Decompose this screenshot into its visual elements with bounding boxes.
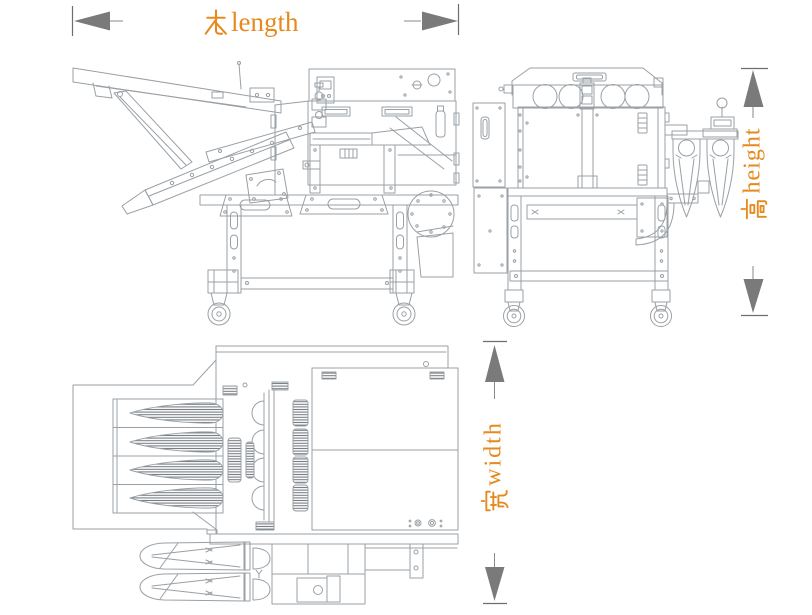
hopper xyxy=(498,67,664,96)
front-doors xyxy=(517,106,666,189)
deck-and-body xyxy=(206,345,459,545)
main-body xyxy=(302,82,460,194)
arrow-right-icon xyxy=(422,11,458,31)
height-dimension-label: height xyxy=(739,120,768,230)
feed-tray xyxy=(72,61,335,114)
height-label-text: height xyxy=(739,127,766,194)
width-label-text: width xyxy=(480,421,507,486)
base-frame xyxy=(199,194,459,294)
fan-housing xyxy=(407,190,455,278)
arrow-up-icon xyxy=(485,345,505,382)
width-dimension-label: width xyxy=(480,418,509,518)
funnel-mount-blocks xyxy=(271,543,458,605)
hanzi-gao-icon xyxy=(740,198,767,220)
hanzi-chang-icon xyxy=(204,8,227,35)
left-side-panels xyxy=(472,102,508,274)
hanzi-kuan-icon xyxy=(480,490,508,512)
roller-rail xyxy=(222,381,309,531)
support-strut xyxy=(113,90,193,170)
roller-band xyxy=(512,77,664,110)
caster-wheels xyxy=(503,289,672,327)
length-label-text: length xyxy=(231,6,299,37)
table-shelf xyxy=(507,187,668,238)
arrow-down-icon xyxy=(485,567,505,601)
twin-die-funnels xyxy=(139,541,271,602)
arrow-left-icon xyxy=(74,11,110,31)
hopper-side-panel xyxy=(270,100,310,196)
length-dimension-label: length xyxy=(202,6,299,38)
machine-top-view-drawing xyxy=(72,345,459,605)
forming-funnels xyxy=(635,97,739,246)
angled-forming-arm xyxy=(121,121,316,215)
cone-tray xyxy=(72,359,224,531)
machine-side-view-drawing xyxy=(72,61,460,326)
machine-front-view-drawing xyxy=(472,67,739,327)
